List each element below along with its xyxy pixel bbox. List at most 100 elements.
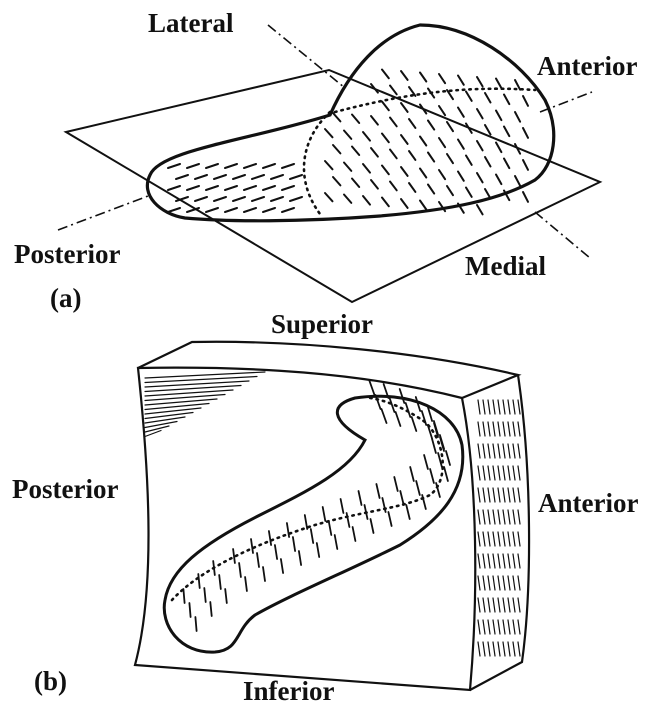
fibre-stroke — [496, 79, 501, 89]
hatch-stroke — [498, 488, 500, 502]
fibre-stroke — [233, 197, 245, 201]
fibre-stroke — [206, 208, 218, 212]
hatch-stroke — [508, 576, 510, 590]
fibre-stroke — [363, 196, 370, 205]
hatch-stroke — [518, 598, 520, 612]
fibre-stroke — [401, 135, 408, 144]
hatch-stroke — [518, 444, 520, 458]
fibre-stroke — [352, 115, 359, 124]
fibre-stroke — [401, 103, 408, 112]
fibre-stroke — [394, 477, 397, 491]
fibre-stroke — [428, 121, 434, 130]
fibre-stroke — [305, 515, 307, 529]
hatch-stroke — [488, 598, 490, 612]
label-posterior-a: Posterior — [14, 239, 120, 269]
fibre-stroke — [195, 617, 196, 631]
fibre-stroke — [401, 71, 408, 80]
label-medial: Medial — [465, 251, 546, 281]
fibre-stroke — [382, 198, 389, 207]
fibre-stroke — [444, 467, 448, 481]
fibre-stroke — [275, 545, 277, 559]
hatch-stroke — [503, 400, 505, 414]
hatch-stroke — [518, 466, 520, 480]
hatch-stroke — [498, 576, 500, 590]
hatch-stroke — [503, 620, 505, 634]
fibre-stroke — [420, 169, 426, 178]
fibre-stroke — [376, 484, 379, 498]
fibre-stroke — [214, 175, 226, 179]
fibre-stroke — [371, 519, 374, 533]
hatch-stroke — [508, 488, 510, 502]
hatch-stroke — [488, 576, 490, 590]
fibre-stroke — [420, 201, 426, 210]
fibre-stroke — [333, 177, 340, 185]
fibre-stroke — [290, 175, 302, 179]
fibre-stroke — [281, 559, 283, 573]
fibre-stroke — [363, 132, 370, 141]
fibre-stroke — [344, 163, 351, 171]
fibre-stroke — [390, 86, 397, 95]
fibre-stroke — [329, 521, 332, 535]
fibre-stroke — [198, 574, 199, 588]
fibre-stroke — [244, 186, 256, 190]
fibre-stroke — [422, 411, 426, 425]
fibre-stroke — [271, 175, 283, 179]
fibre-stroke — [333, 113, 340, 121]
fibre-stroke — [420, 137, 426, 146]
hatch-stroke — [503, 466, 505, 480]
hatch-stroke — [478, 510, 480, 524]
hatch-stroke — [483, 576, 485, 590]
fibre-stroke — [325, 193, 333, 201]
fibre-stroke — [359, 491, 362, 505]
fibre-stroke — [439, 74, 445, 83]
hatch-stroke — [513, 422, 515, 436]
hatch-stroke — [483, 466, 485, 480]
fibre-stroke — [341, 499, 344, 513]
hatch-stroke — [498, 598, 500, 612]
hatch-stroke — [508, 466, 510, 480]
hatching-right-face — [478, 400, 520, 656]
label-superior: Superior — [271, 309, 373, 339]
fibre-stroke — [466, 156, 472, 165]
fibre-stroke — [183, 589, 184, 603]
fibre-stroke — [282, 208, 294, 212]
hatch-stroke — [513, 400, 515, 414]
muscle-outline-a — [147, 25, 553, 221]
hatch-stroke — [518, 554, 520, 568]
fibre-stroke — [406, 505, 409, 519]
fibre-stroke — [176, 175, 188, 179]
hatch-stroke — [513, 488, 515, 502]
fibre-stroke — [311, 529, 313, 543]
fibre-stroke — [210, 602, 211, 616]
hatch-stroke — [478, 532, 480, 546]
fibre-stroke — [352, 147, 359, 156]
hatch-stroke — [498, 400, 500, 414]
hatch-stroke — [518, 488, 520, 502]
hatch-stroke — [478, 466, 480, 480]
fibre-stroke — [325, 129, 333, 137]
hatch-stroke — [483, 400, 485, 414]
fibre-stroke — [477, 173, 483, 182]
fibre-stroke — [523, 160, 528, 170]
fibre-stroke — [410, 467, 414, 481]
fibre-stroke — [515, 176, 520, 186]
hatch-stroke — [518, 576, 520, 590]
fibre-stroke — [347, 513, 350, 527]
hatch-stroke — [488, 620, 490, 634]
fibre-stroke — [371, 116, 378, 125]
hatch-stroke — [488, 444, 490, 458]
hatch-stroke — [483, 510, 485, 524]
hatch-stroke — [493, 466, 495, 480]
fibre-stroke — [477, 141, 483, 150]
hatch-stroke — [488, 510, 490, 524]
hatch-stroke — [508, 554, 510, 568]
hatch-stroke — [478, 576, 480, 590]
fibre-stroke — [390, 118, 397, 127]
hatch-stroke — [478, 642, 480, 656]
hatch-stroke — [508, 422, 510, 436]
fibre-stroke — [214, 197, 226, 201]
hatch-stroke — [503, 510, 505, 524]
fibre-stroke — [263, 208, 275, 212]
hatch-stroke — [483, 620, 485, 634]
fibre-stroke — [485, 93, 491, 103]
